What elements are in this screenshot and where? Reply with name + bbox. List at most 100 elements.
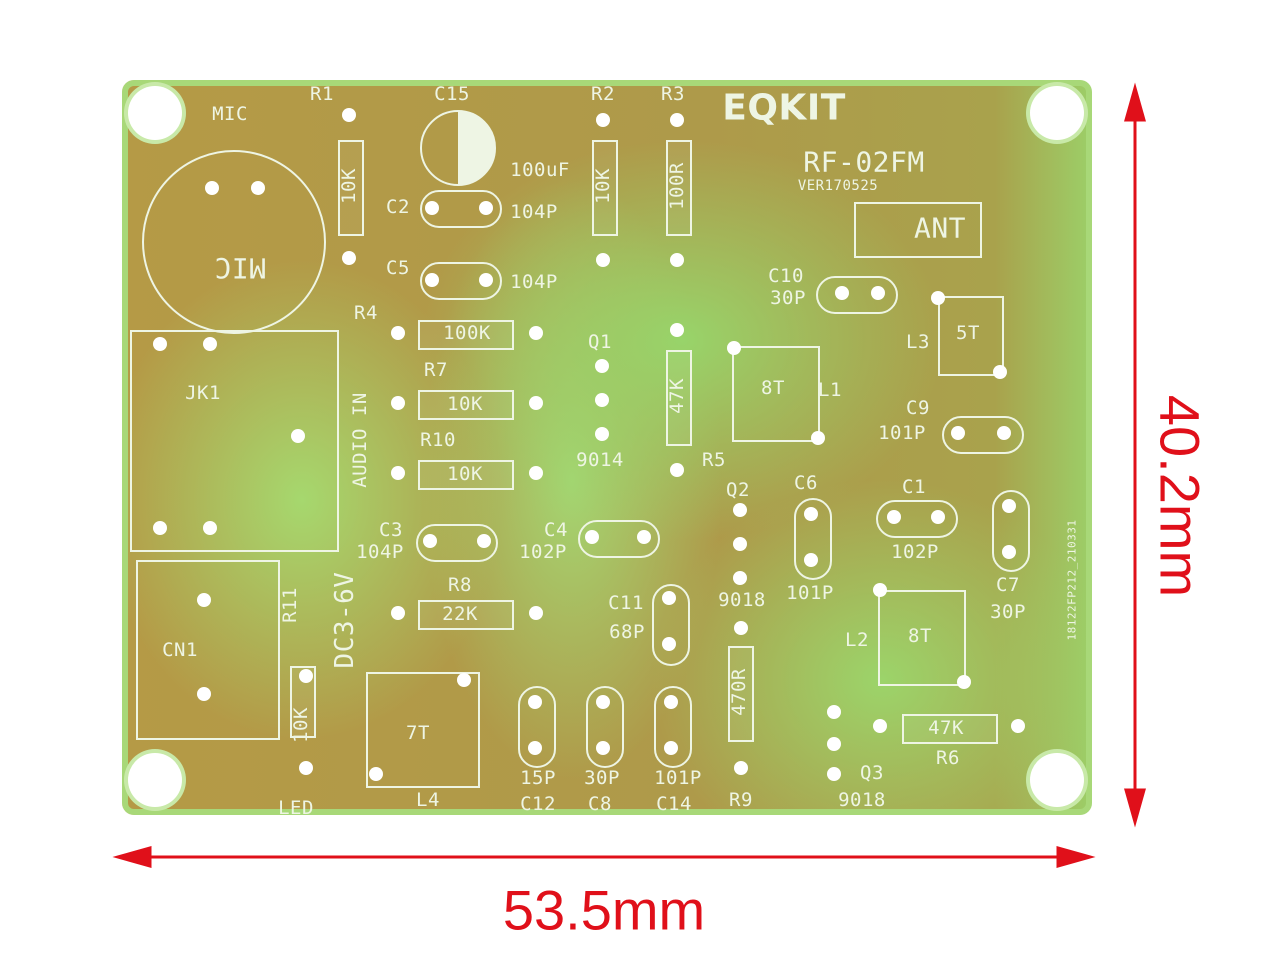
l4-label: L4 [416,789,440,811]
solder-pad [251,181,265,195]
solder-pad [827,737,841,751]
solder-pad [957,675,971,689]
capacitor-c14 [654,686,692,768]
solder-pad [664,741,678,755]
solder-pad [733,503,747,517]
c9-value: 101P [878,422,926,444]
solder-pad [827,705,841,719]
solder-pad [993,365,1007,379]
solder-pad [931,510,945,524]
solder-pad [391,326,405,340]
resistor-r6 [902,714,998,744]
capacitor-c8 [586,686,624,768]
q2-label: Q2 [726,479,750,501]
solder-pad [887,510,901,524]
q3-value: 9018 [838,789,886,811]
arrow-left-icon [112,846,152,868]
capacitor-c6 [794,498,832,580]
solder-pad [369,767,383,781]
solder-pad [811,431,825,445]
c9-label: C9 [906,397,930,419]
mounting-hole [128,753,182,807]
solder-pad [733,571,747,585]
antenna-label: ANT [913,211,967,245]
r4-label: R4 [354,302,378,324]
q1-value: 9014 [576,449,624,471]
r10-label: R10 [420,429,456,451]
solder-pad [804,553,818,567]
r6-label: R6 [936,747,960,769]
c12-label: C12 [520,793,556,815]
version-label: VER170525 [797,178,879,194]
r2-label: R2 [591,83,615,105]
coil-l1-outline [732,346,820,442]
solder-pad [423,534,437,548]
c1-value: 102P [891,541,939,563]
solder-pad [205,181,219,195]
resistor-r4 [418,320,514,350]
solder-pad [873,719,887,733]
coil-l3-outline [938,296,1004,376]
resistor-r2 [592,140,618,236]
q3-label: Q3 [860,762,884,784]
capacitor-c1 [876,500,958,538]
l2-value: 8T [908,625,932,647]
c12-value: 15P [520,767,556,789]
l1-value: 8T [761,377,785,399]
solder-pad [596,253,610,267]
solder-pad [734,621,748,635]
solder-pad [873,583,887,597]
l3-value: 5T [956,322,980,344]
c10-label: C10 [768,265,804,287]
resistor-r9 [728,646,754,742]
capacitor-c4 [578,520,660,558]
c15-value: 100uF [510,159,570,181]
solder-pad [997,426,1011,440]
solder-pad [662,637,676,651]
connector-outline [136,560,280,740]
solder-pad [733,537,747,551]
solder-pad [529,326,543,340]
mounting-hole [1030,753,1084,807]
solder-pad [153,337,167,351]
resistor-r5 [666,350,692,446]
solder-pad [299,761,313,775]
l3-label: L3 [906,331,930,353]
solder-pad [291,429,305,443]
r4-value: 100K [443,322,491,344]
solder-pad [951,426,965,440]
solder-pad [391,466,405,480]
c3-value: 104P [356,541,404,563]
c4-label: C4 [544,519,568,541]
solder-pad [425,201,439,215]
solder-pad [528,695,542,709]
solder-pad [827,767,841,781]
c11-value: 68P [609,621,645,643]
r8-label: R8 [448,574,472,596]
solder-pad [391,606,405,620]
r3-label: R3 [661,83,685,105]
c14-value: 101P [654,767,702,789]
solder-pad [595,427,609,441]
resistor-r3 [666,140,692,236]
solder-pad [662,591,676,605]
solder-pad [670,463,684,477]
mounting-hole [1030,86,1084,140]
c14-label: C14 [656,793,692,815]
antenna-box [854,202,982,258]
capacitor-c9 [942,416,1024,454]
solder-pad [637,530,651,544]
solder-pad [197,593,211,607]
solder-pad [1002,499,1016,513]
l1-label: L1 [818,379,842,401]
solder-pad [342,108,356,122]
solder-pad [804,507,818,521]
c5-value: 104P [510,271,558,293]
solder-pad [596,113,610,127]
c5-label: C5 [386,257,410,279]
pcb-board: EQKIT RF-02FM VER170525 ANT 18122FP212_2… [122,80,1092,819]
solder-pad [595,393,609,407]
c1-label: C1 [902,476,926,498]
height-dimension-label: 40.2mm [1148,394,1212,598]
solder-pad [585,530,599,544]
